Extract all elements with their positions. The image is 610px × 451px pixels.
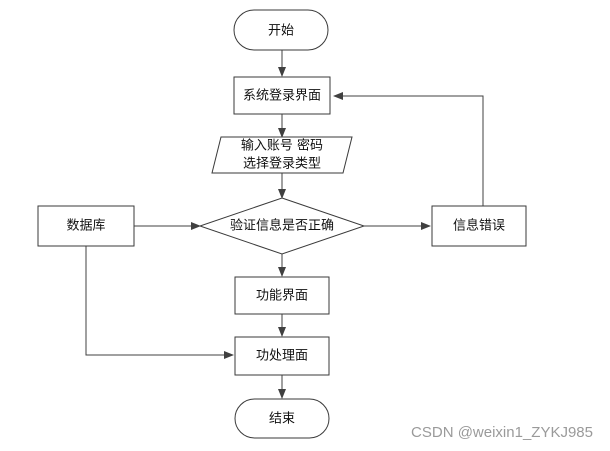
verify-label: 验证信息是否正确 <box>230 218 334 234</box>
function-ui-node: 功能界面 <box>234 276 330 315</box>
watermark-text: CSDN @weixin1_ZYKJ985 <box>411 424 593 441</box>
error-label: 信息错误 <box>453 218 505 234</box>
function-ui-label: 功能界面 <box>256 289 308 304</box>
start-shape <box>233 9 329 51</box>
process-node: 功处理面 <box>234 336 330 376</box>
input-node: 输入账号 密码 选择登录类型 <box>211 136 353 174</box>
login-ui-node: 系统登录界面 <box>233 76 331 115</box>
start-label: 开始 <box>268 24 294 39</box>
input-shape <box>211 136 353 174</box>
error-node: 信息错误 <box>431 205 527 247</box>
input-label-line2: 选择登录类型 <box>243 157 321 172</box>
end-label: 结束 <box>269 412 295 427</box>
verify-shape <box>198 197 366 255</box>
flow-edges <box>85 50 484 399</box>
process-label: 功处理面 <box>256 349 308 364</box>
input-label-line1: 输入账号 密码 <box>241 138 323 154</box>
database-label: 数据库 <box>66 218 105 234</box>
end-node: 结束 <box>234 398 330 439</box>
end-shape <box>234 398 330 439</box>
edge-database-to-process <box>85 246 234 359</box>
error-shape <box>431 205 527 247</box>
function-ui-shape <box>234 276 330 315</box>
database-node: 数据库 <box>37 205 135 247</box>
login-ui-label: 系统登录界面 <box>243 89 321 104</box>
login-ui-shape <box>233 76 331 115</box>
verify-node: 验证信息是否正确 <box>198 197 366 255</box>
start-node: 开始 <box>233 9 329 51</box>
database-shape <box>37 205 135 247</box>
edge-error-to-login <box>333 92 484 206</box>
process-shape <box>234 336 330 376</box>
